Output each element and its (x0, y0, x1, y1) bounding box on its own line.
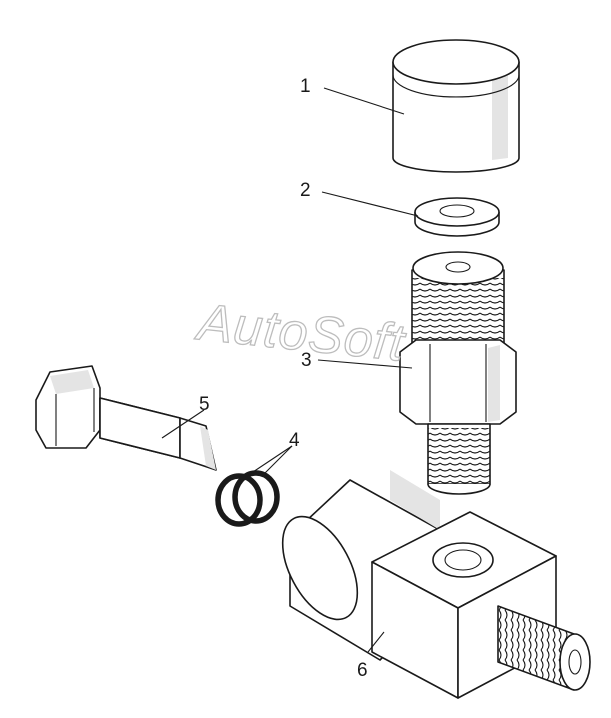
part-4-sealing-rings (215, 470, 280, 527)
part-1-cap (392, 39, 520, 173)
part-3-threaded-fitting (399, 251, 517, 495)
part-2-washer (414, 197, 500, 237)
callout-4: 4 (289, 430, 300, 451)
callout-3: 3 (301, 350, 312, 371)
part-5-bolt (35, 365, 217, 471)
callout-6: 6 (357, 660, 368, 681)
leader-2 (321, 191, 419, 217)
leader-3 (317, 359, 413, 369)
leader-4a (243, 445, 293, 479)
callout-1: 1 (300, 76, 311, 97)
watermark: AutoSoft (192, 293, 409, 373)
callout-5: 5 (199, 394, 210, 415)
leader-6 (367, 631, 385, 653)
part-6-banjo-body (281, 470, 591, 699)
leader-1 (323, 87, 405, 115)
callout-2: 2 (300, 180, 311, 201)
leader-lines (161, 87, 419, 653)
leader-5 (161, 409, 205, 439)
leader-4b (263, 445, 293, 475)
